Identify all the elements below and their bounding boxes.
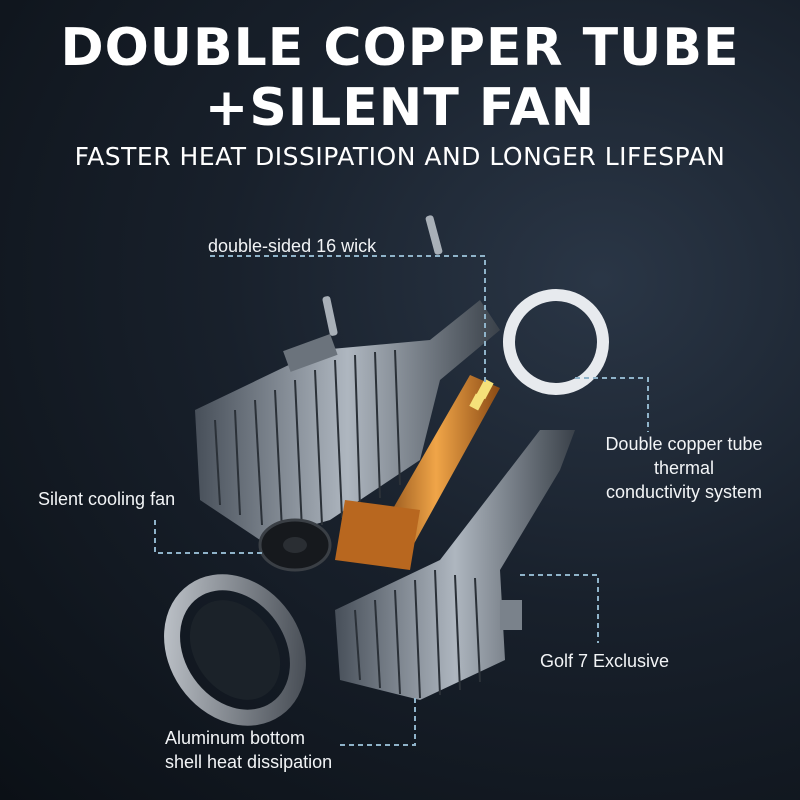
callout-fan: Silent cooling fan	[38, 489, 176, 509]
headline-line2: +SILENT FAN	[204, 78, 596, 138]
headline-line1: DOUBLE COPPER TUBE	[60, 18, 740, 78]
callout-alu-line2: shell heat dissipation	[165, 752, 333, 772]
pin-top	[425, 215, 443, 255]
leader-fan	[154, 520, 265, 554]
leader-wick	[210, 255, 486, 385]
copper-tube	[335, 375, 500, 570]
leader-golf	[520, 574, 599, 643]
leader-lines	[154, 255, 649, 746]
callout-copper-line1: Double copper tube	[605, 434, 763, 454]
pin-left	[322, 296, 338, 336]
callout-alu-line1: Aluminum bottom	[165, 728, 306, 748]
leader-copper	[575, 377, 649, 432]
subheadline: FASTER HEAT DISSIPATION AND LONGER LIFES…	[74, 142, 726, 171]
lower-heatsink	[335, 430, 575, 700]
callout-copper-line2: thermal	[653, 458, 715, 478]
callout-copper-line3: conductivity system	[605, 482, 763, 502]
seal-ring	[503, 289, 609, 395]
fan	[258, 518, 332, 572]
callout-golf: Golf 7 Exclusive	[540, 651, 670, 671]
callout-wick: double-sided 16 wick	[208, 236, 377, 256]
leader-alu	[340, 695, 416, 746]
upper-heatsink	[195, 300, 500, 540]
callout-copper: Double copper tube thermal conductivity …	[588, 432, 780, 504]
callout-alu: Aluminum bottom shell heat dissipation	[165, 726, 332, 774]
aluminum-bottom-ring	[164, 574, 306, 726]
